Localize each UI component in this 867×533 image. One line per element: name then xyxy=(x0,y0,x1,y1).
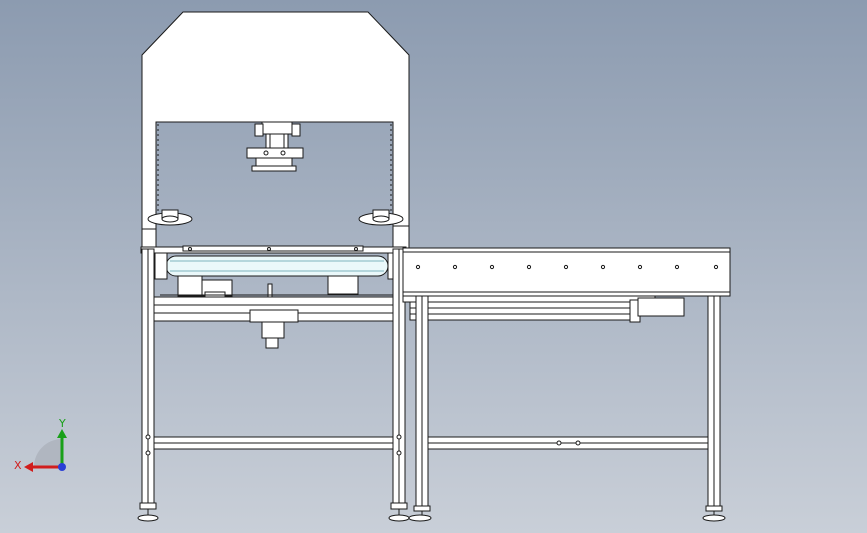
main-frame-top[interactable] xyxy=(140,225,410,254)
conveyor-cylinder[interactable] xyxy=(402,295,685,323)
coordinate-triad: X Y xyxy=(14,417,67,472)
left-lifting-mount[interactable] xyxy=(147,209,193,226)
main-frame-right-leg[interactable] xyxy=(388,248,410,522)
conveyor-right-leg[interactable] xyxy=(702,295,726,522)
main-frame-left-leg[interactable] xyxy=(137,248,159,522)
right-lifting-mount[interactable] xyxy=(358,209,404,226)
x-axis-label: X xyxy=(14,459,22,472)
y-axis-label: Y xyxy=(58,417,66,430)
z-axis-dot xyxy=(58,463,66,471)
x-axis-arrowhead xyxy=(24,462,33,472)
conveyor-left-leg[interactable] xyxy=(408,295,432,522)
lower-crossbeam[interactable] xyxy=(152,296,404,349)
main-frame-bottom-brace[interactable] xyxy=(153,436,394,450)
y-axis-arrowhead xyxy=(57,429,67,438)
conveyor-side-panel[interactable] xyxy=(402,247,731,297)
feed-roller[interactable] xyxy=(154,252,401,280)
conveyor-bottom-brace[interactable] xyxy=(427,436,709,450)
cutter-head[interactable] xyxy=(246,121,304,172)
machine-hood[interactable] xyxy=(141,11,410,231)
